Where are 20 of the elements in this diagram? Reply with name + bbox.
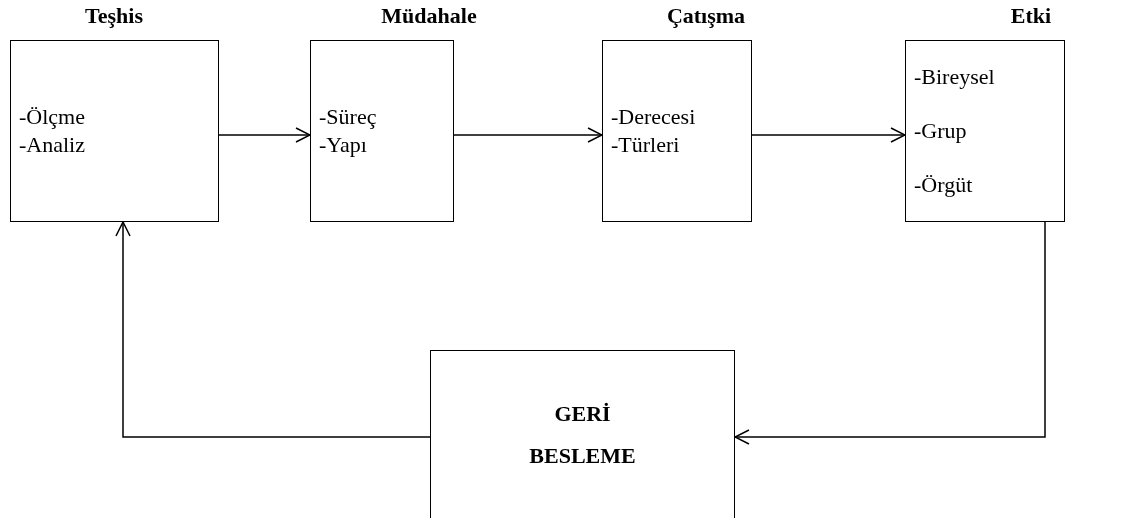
arrow [218,127,311,143]
list-item: -Ölçme [19,104,85,130]
list-item: -Türleri [611,132,680,158]
list-item: -Yapı [319,132,367,158]
stage-heading: Teşhis [85,3,143,29]
list-item: -Analiz [19,132,85,158]
process-box [430,350,735,518]
stage-heading: Etki [1010,3,1052,29]
list-item: -Örgüt [914,172,973,198]
box-label: GERİ BESLEME [528,399,637,470]
stage-heading: Çatışma [666,3,746,29]
list-item: -Bireysel [914,64,995,90]
list-item: -Grup [914,118,967,144]
arrow [453,127,603,143]
list-item: -Süreç [319,104,377,130]
arrow [115,221,431,438]
list-item: -Derecesi [611,104,696,130]
arrow [751,127,906,143]
arrow [734,221,1046,445]
stage-heading: Müdahale [381,3,477,29]
